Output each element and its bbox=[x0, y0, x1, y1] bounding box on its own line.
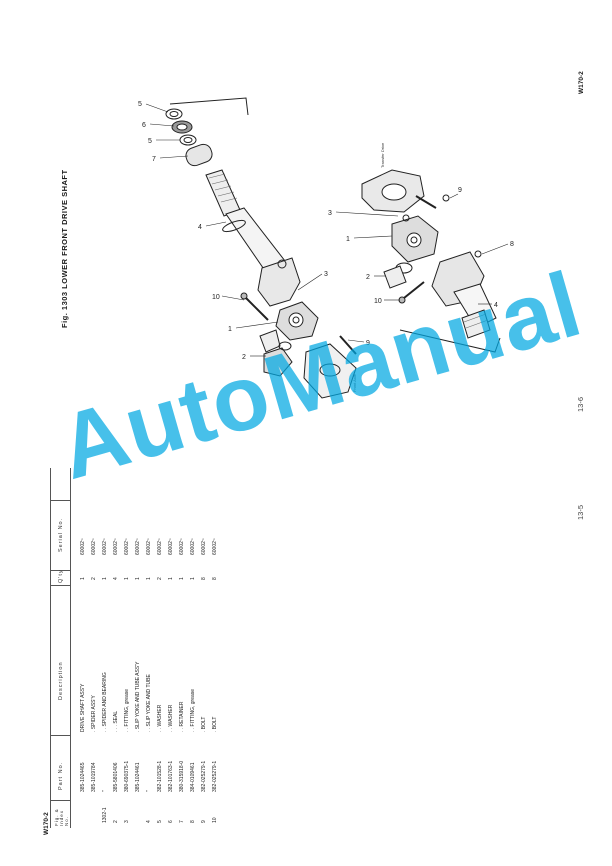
front-axle-label: Front Axle bbox=[352, 373, 357, 392]
callout-number: 3 bbox=[328, 210, 332, 217]
callout-number: 2 bbox=[366, 274, 370, 281]
callout-leaders bbox=[145, 103, 509, 357]
slip-yoke-and-tube bbox=[205, 169, 301, 307]
spider-assembly-2 bbox=[391, 214, 439, 263]
callout-number: 1 bbox=[346, 236, 350, 243]
callout-number: 4 bbox=[198, 224, 202, 231]
callout-number: 1 bbox=[228, 326, 232, 333]
callout-number: 5 bbox=[138, 101, 142, 108]
callout-number: 10 bbox=[212, 294, 220, 301]
callout-number: 2 bbox=[242, 354, 246, 361]
leader-frame-lower bbox=[399, 329, 501, 353]
callout-number: 7 bbox=[152, 156, 156, 163]
callout-number: 10 bbox=[374, 298, 382, 305]
transfer-drive-label: Transfer Drive bbox=[380, 142, 385, 168]
callout-number: 9 bbox=[366, 340, 370, 347]
transfer-drive-flange bbox=[361, 169, 450, 213]
washer-stack bbox=[165, 108, 213, 167]
bolt-10-right bbox=[398, 281, 425, 304]
front-axle-yoke bbox=[303, 335, 357, 399]
col-divider-1 bbox=[50, 500, 70, 501]
seal-ring-right bbox=[383, 262, 413, 289]
seal-cap bbox=[263, 341, 293, 377]
callout-number: 9 bbox=[458, 187, 462, 194]
spider-assembly-1 bbox=[259, 301, 319, 353]
callout-number: 8 bbox=[510, 241, 514, 248]
callout-number: 5 bbox=[148, 138, 152, 145]
table-header-divider bbox=[70, 468, 71, 828]
col-divider-3 bbox=[50, 585, 70, 586]
col-divider-5 bbox=[50, 800, 70, 801]
leader-frame bbox=[169, 97, 249, 116]
bolt-10 bbox=[240, 292, 269, 321]
callout-number: 3 bbox=[324, 271, 328, 278]
callout-number: 6 bbox=[142, 122, 146, 129]
col-divider-4 bbox=[50, 735, 70, 736]
table-header-border bbox=[50, 468, 51, 828]
slip-yoke-and-tube-right bbox=[431, 250, 497, 339]
col-divider-2 bbox=[50, 570, 70, 571]
callout-number: 4 bbox=[494, 302, 498, 309]
